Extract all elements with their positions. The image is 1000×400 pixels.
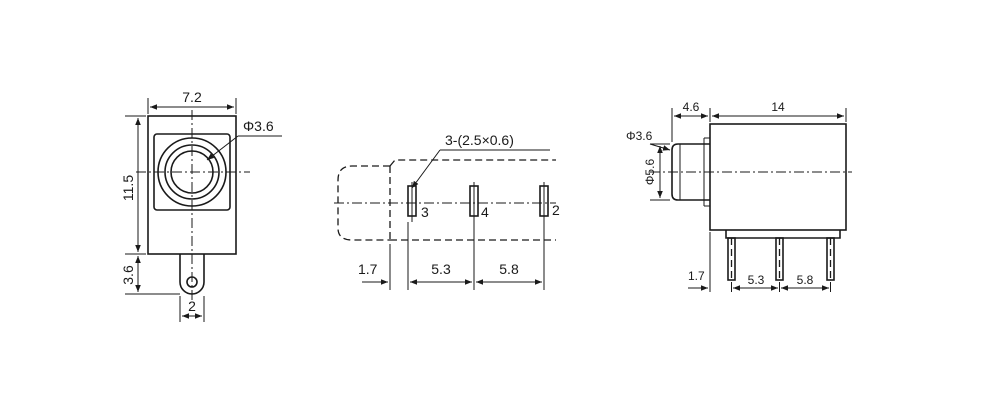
- front-view: 7.2 Φ3.6 11.5 3.6 2: [120, 89, 282, 322]
- side-base-step: [725, 230, 841, 239]
- front-pin-hole: [186, 276, 198, 288]
- front-pin-tab: [179, 254, 205, 295]
- pin-spacing-1-label: 5.3: [431, 261, 451, 277]
- front-hole-diameter-label: Φ3.6: [243, 118, 274, 134]
- front-middle-ring: [164, 144, 220, 200]
- side-body-outline: [709, 123, 847, 231]
- side-spacing-2-label: 5.8: [797, 273, 814, 287]
- side-view: 4.6 14 Φ3.6 Φ5.6 1.7 5.3 5.8: [626, 100, 852, 292]
- pin-label-3: 3: [421, 204, 429, 220]
- pin-spacing-2-label: 5.8: [499, 261, 519, 277]
- front-tab-height-label: 3.6: [120, 265, 136, 285]
- side-bore-diameter-label: Φ3.6: [626, 129, 653, 143]
- front-hole-leader: [206, 135, 239, 161]
- pin-view-nose-dashed: [337, 165, 390, 241]
- pin-offset-label: 1.7: [358, 261, 378, 277]
- pin-label-4: 4: [481, 204, 489, 220]
- side-offset-label: 1.7: [688, 269, 705, 283]
- pin-label-2: 2: [552, 202, 560, 218]
- pin-spec-leader: [411, 149, 441, 189]
- side-nose-length-label: 4.6: [683, 100, 700, 114]
- side-body-length-label: 14: [771, 100, 785, 114]
- pin-view-top-dashed: [389, 159, 556, 167]
- side-spacing-1-label: 5.3: [748, 273, 765, 287]
- front-height-label: 11.5: [120, 175, 136, 201]
- side-nose-diameter-label: Φ5.6: [643, 159, 657, 186]
- front-width-label: 7.2: [182, 89, 202, 105]
- pin-spec-label: 3-(2.5×0.6): [445, 132, 514, 148]
- pin-view: 3 4 2 3-(2.5×0.6) 1.7 5.3 5.8: [334, 132, 560, 290]
- front-pin-label: 2: [188, 298, 196, 314]
